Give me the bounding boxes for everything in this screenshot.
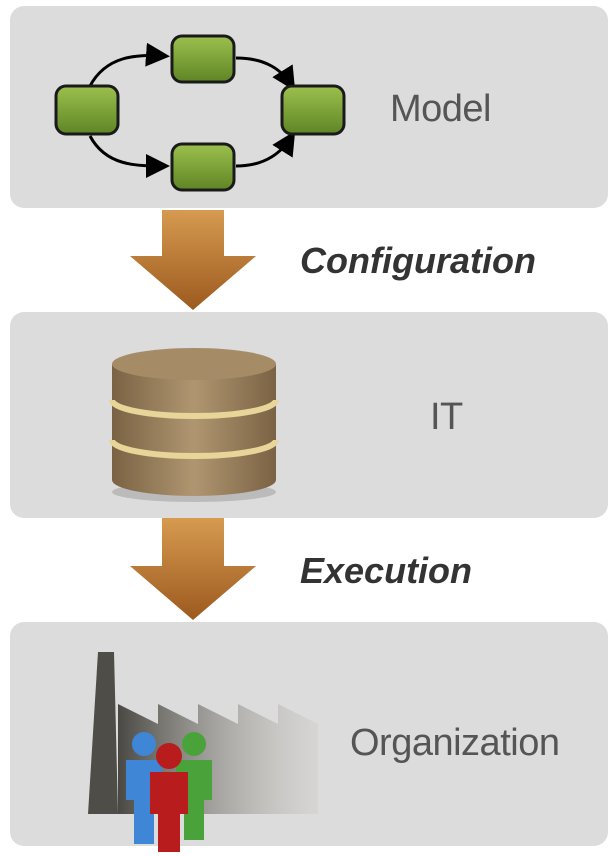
model-layer-label: Model (390, 88, 492, 130)
factory-people-icon (88, 652, 318, 852)
configuration-label: Configuration (300, 240, 536, 281)
it-layer-label: IT (430, 396, 463, 438)
organization-layer-label: Organization (350, 722, 560, 764)
it-layer-panel: IT (10, 312, 608, 518)
configuration-arrow-icon (130, 210, 256, 310)
organization-layer-panel: Organization (10, 622, 608, 852)
database-icon (109, 348, 279, 502)
process-model-icon (54, 34, 346, 192)
model-layer-panel: Model (10, 6, 608, 208)
execution-label: Execution (300, 550, 473, 591)
execution-arrow-icon (130, 518, 256, 620)
